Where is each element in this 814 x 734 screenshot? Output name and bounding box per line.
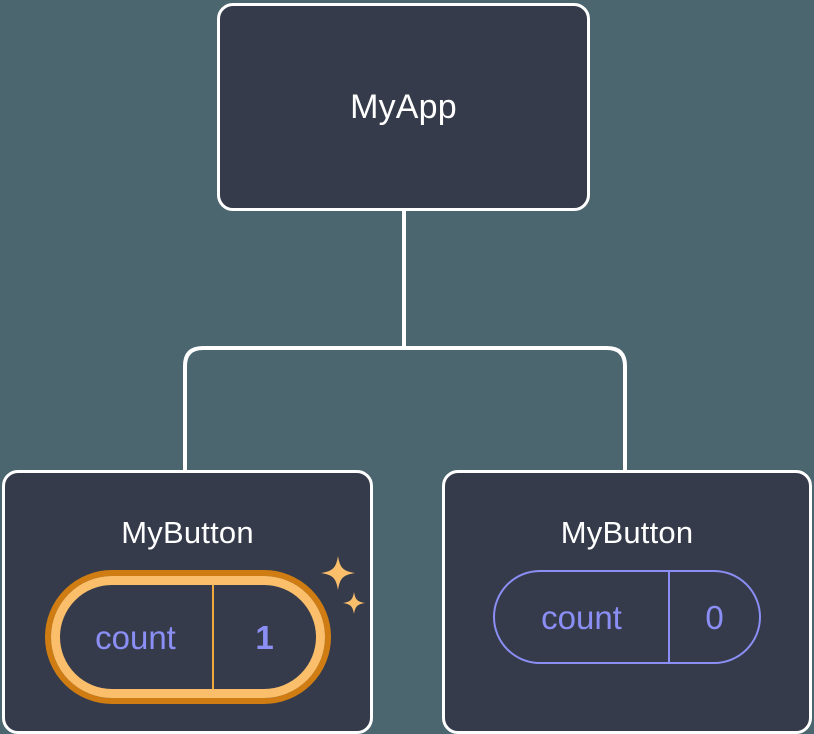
node-mybutton-left[interactable]: MyButton count 1 — [2, 470, 373, 734]
sparkle-large-icon — [320, 556, 355, 590]
state-pill-plain[interactable]: count 0 — [493, 570, 761, 664]
node-mybutton-right[interactable]: MyButton count 0 — [442, 470, 812, 734]
connector-branch-bar — [183, 346, 627, 470]
state-value-left: 1 — [211, 585, 316, 689]
state-pill-highlighted[interactable]: count 1 — [44, 570, 331, 704]
state-pill-inner: count 1 — [50, 576, 325, 698]
state-value-right: 0 — [668, 572, 759, 662]
state-key-left: count — [95, 618, 176, 656]
node-mybutton-left-label: MyButton — [121, 515, 254, 550]
state-pill-wrap-right: count 0 — [493, 570, 761, 664]
state-pill-wrap-left: count 1 — [44, 556, 365, 704]
sparkle-small-icon — [342, 592, 365, 614]
node-myapp-label: MyApp — [350, 88, 457, 126]
state-key-right: count — [541, 598, 622, 636]
node-mybutton-right-label: MyButton — [560, 515, 694, 550]
node-myapp[interactable]: MyApp — [217, 3, 590, 211]
